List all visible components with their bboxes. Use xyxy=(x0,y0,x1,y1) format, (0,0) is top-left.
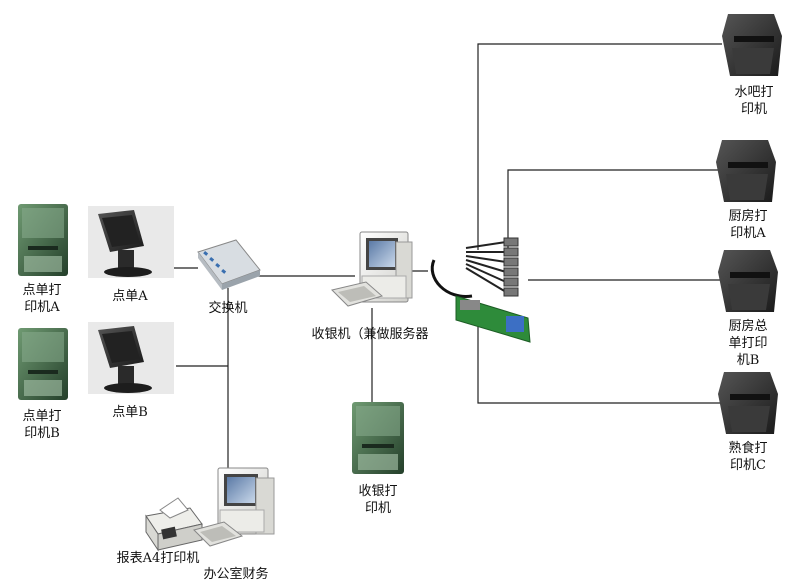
kitchen-a-label: 厨房打 印机A xyxy=(728,209,768,241)
switch-icon xyxy=(197,239,261,290)
office-pc-icon xyxy=(193,467,275,547)
cashier-printer-label: 收银打 印机 xyxy=(358,484,398,516)
printer-a-label: 点单打 印机A xyxy=(22,283,62,315)
kitchen-total-label: 厨房总 单打印 机B xyxy=(728,319,768,368)
cashier-pc-icon xyxy=(331,231,413,307)
order-b-label: 点单B xyxy=(112,405,148,420)
cashier-label: 收银机（兼做服务器 xyxy=(311,327,429,342)
kitchen-a-printer-icon xyxy=(716,140,776,202)
terminal-a-icon xyxy=(88,206,174,278)
terminal-b-icon xyxy=(88,322,174,394)
bar-printer-label: 水吧打 印机 xyxy=(734,85,774,117)
switch-label: 交换机 xyxy=(208,301,248,316)
printer-b-icon xyxy=(18,328,68,400)
kitchen-total-printer-icon xyxy=(718,250,778,312)
serial-card-icon xyxy=(430,237,531,343)
office-label: 办公室财务 xyxy=(203,567,269,582)
link-card-bar-printer xyxy=(477,43,722,250)
deli-c-label: 熟食打 印机C xyxy=(728,441,768,473)
link-card-deli-c xyxy=(477,300,720,404)
bar-printer-icon xyxy=(722,14,782,76)
printer-a-icon xyxy=(18,204,68,276)
report-printer-label: 报表A4打印机 xyxy=(116,551,200,566)
link-card-kitchen-a xyxy=(507,169,718,254)
deli-c-printer-icon xyxy=(718,372,778,434)
cashier-printer-icon xyxy=(352,402,404,474)
order-a-label: 点单A xyxy=(112,289,148,304)
connection-lines xyxy=(172,43,722,488)
printer-b-label: 点单打 印机B xyxy=(22,409,62,441)
a4-printer-icon xyxy=(145,497,203,552)
